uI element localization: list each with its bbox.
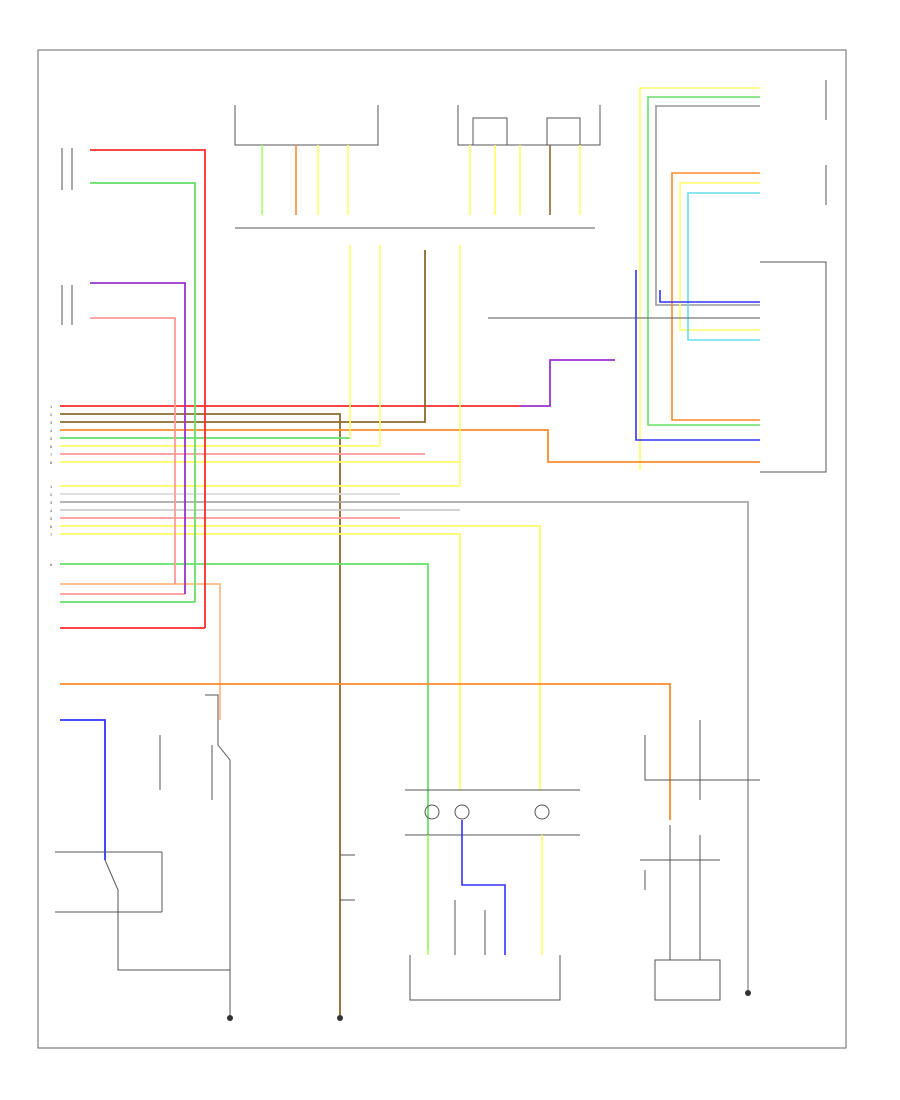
top-vertical-wires: [261, 145, 581, 486]
occupant-classification-module: [640, 720, 760, 1001]
right-sensor-brackets: [760, 80, 827, 473]
top-right-wires: [488, 87, 760, 470]
svg-text:4: 4: [50, 428, 53, 433]
left-vertical-wires: [90, 149, 206, 628]
svg-text:3: 3: [50, 500, 53, 505]
svg-text:8: 8: [50, 460, 53, 465]
weight-sensor-wires: [427, 820, 543, 955]
seat-weight-sensor: [405, 789, 580, 1001]
svg-text:4: 4: [50, 508, 53, 513]
svg-text:2: 2: [50, 412, 53, 417]
upper-bus-wires: [60, 250, 760, 1015]
diagram-frame: [37, 49, 847, 1049]
svg-text:6: 6: [50, 524, 53, 529]
seat-position-switch-right: [55, 851, 230, 971]
svg-text:1: 1: [50, 484, 53, 489]
front-left-connector-brackets: [61, 148, 73, 325]
srs-unit-connector-left: [234, 105, 595, 229]
ground-symbols: [227, 990, 751, 1021]
svg-text:5: 5: [50, 516, 53, 521]
svg-text:7: 7: [50, 452, 53, 457]
terminal-number-marks: 1 2 3 4 5 6 7 8 1 2 3 4 5 6 7 8: [50, 404, 53, 567]
seat-position-switch-left: [159, 694, 231, 1015]
svg-text:5: 5: [50, 436, 53, 441]
svg-text:8: 8: [50, 562, 53, 567]
svg-text:2: 2: [50, 492, 53, 497]
srs-unit-connector-right: [457, 105, 601, 146]
svg-text:3: 3: [50, 420, 53, 425]
svg-text:1: 1: [50, 404, 53, 409]
svg-text:7: 7: [50, 532, 53, 537]
occupant-sensor-mid: [340, 854, 355, 901]
svg-text:6: 6: [50, 444, 53, 449]
middle-bus-wires: [60, 485, 749, 990]
